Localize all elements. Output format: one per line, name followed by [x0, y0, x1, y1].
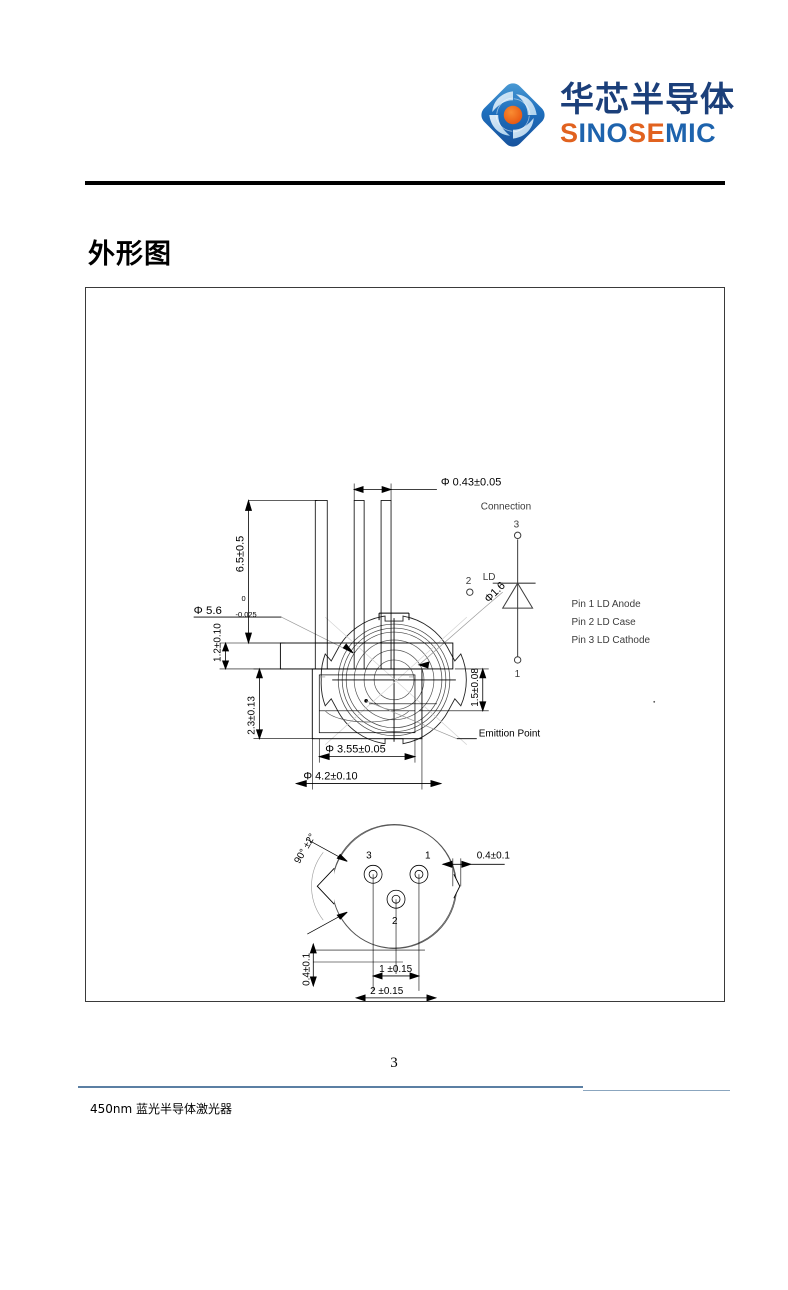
logo-letter-2: N	[586, 118, 607, 148]
label-diameter-flange: Φ 4.2±0.10	[303, 771, 357, 783]
label-pin-3-function: Pin 3 LD Cathode	[571, 635, 650, 646]
label-bottom-pin-2: 2	[392, 916, 398, 927]
label-pin-length: 6.5±0.5	[235, 536, 247, 572]
logo-text: 华芯半导体 SINOSEMIC	[560, 83, 735, 147]
logo-letter-6: M	[665, 118, 689, 148]
label-cap-height: 1.5±0.08	[470, 668, 481, 707]
bottom-view-drawing	[307, 824, 505, 1001]
label-bottom-pin-3: 3	[366, 850, 372, 861]
label-bottom-pin-diameter: 0.4±0.1	[301, 952, 312, 986]
label-connection-title: Connection	[481, 501, 531, 512]
logo-letter-3: O	[606, 118, 629, 148]
logo-letter-8: C	[696, 118, 717, 148]
logo-chinese-name: 华芯半导体	[560, 80, 735, 120]
page-number: 3	[390, 1055, 398, 1071]
label-pin-spacing-outer: 2 ±0.15	[370, 986, 404, 997]
logo-letter-1: I	[578, 118, 587, 148]
connection-schematic	[466, 531, 536, 664]
label-bottom-pin-1: 1	[425, 850, 431, 861]
label-key-angle: 90° ±2°	[292, 832, 318, 866]
label-connection-pin-3: 3	[514, 519, 520, 530]
label-emission-point: Emittion Point	[479, 729, 541, 740]
header-divider-rule	[85, 181, 725, 185]
label-pin-1-function: Pin 1 LD Anode	[571, 599, 641, 610]
label-pin-diameter: Φ 0.43±0.05	[441, 476, 501, 488]
page-title: 外形图	[88, 239, 172, 270]
footer-divider-rule-left	[78, 1086, 583, 1088]
label-diameter-body-tol-upper: 0	[242, 594, 246, 603]
label-diameter-body-tol-lower: -0.025	[236, 610, 257, 619]
top-view-drawing	[193, 591, 503, 745]
logo-letter-5: E	[646, 118, 666, 148]
outline-drawing: Φ 5.6 0 -0.025 Φ1.6 Φ 0.43±0.05 6.5±0.5 …	[193, 476, 656, 1001]
logo-letter-4: S	[628, 118, 647, 148]
label-flange-thickness: 1.2±0.10	[213, 623, 224, 662]
footer-divider-rule-right	[583, 1090, 730, 1091]
label-pin-spacing-inner: 1 ±0.15	[379, 964, 413, 975]
label-connection-pin-1: 1	[515, 669, 521, 680]
label-pin-2-function: Pin 2 LD Case	[571, 617, 636, 628]
label-connection-component: LD	[483, 572, 496, 583]
sinosemic-pinwheel-logo-icon	[481, 83, 545, 147]
label-diameter-cap: Φ 3.55±0.05	[325, 744, 385, 756]
label-key-width: 0.4±0.1	[477, 850, 511, 861]
page-header: 华芯半导体 SINOSEMIC	[0, 0, 788, 195]
label-connection-pin-2: 2	[466, 576, 472, 587]
label-body-height: 2.3±0.13	[246, 696, 257, 735]
logo-letter-7: I	[688, 118, 697, 148]
side-view-drawing	[219, 483, 489, 790]
footer-document-title: 450nm 蓝光半导体激光器	[90, 1102, 233, 1116]
label-diameter-body: Φ 5.6	[194, 605, 222, 617]
logo-english-name: SINOSEMIC	[560, 120, 735, 147]
outline-drawing-frame: Φ 5.6 0 -0.025 Φ1.6 Φ 0.43±0.05 6.5±0.5 …	[85, 287, 725, 1002]
company-logo: 华芯半导体 SINOSEMIC	[476, 78, 735, 152]
logo-letter-0: S	[560, 118, 579, 148]
